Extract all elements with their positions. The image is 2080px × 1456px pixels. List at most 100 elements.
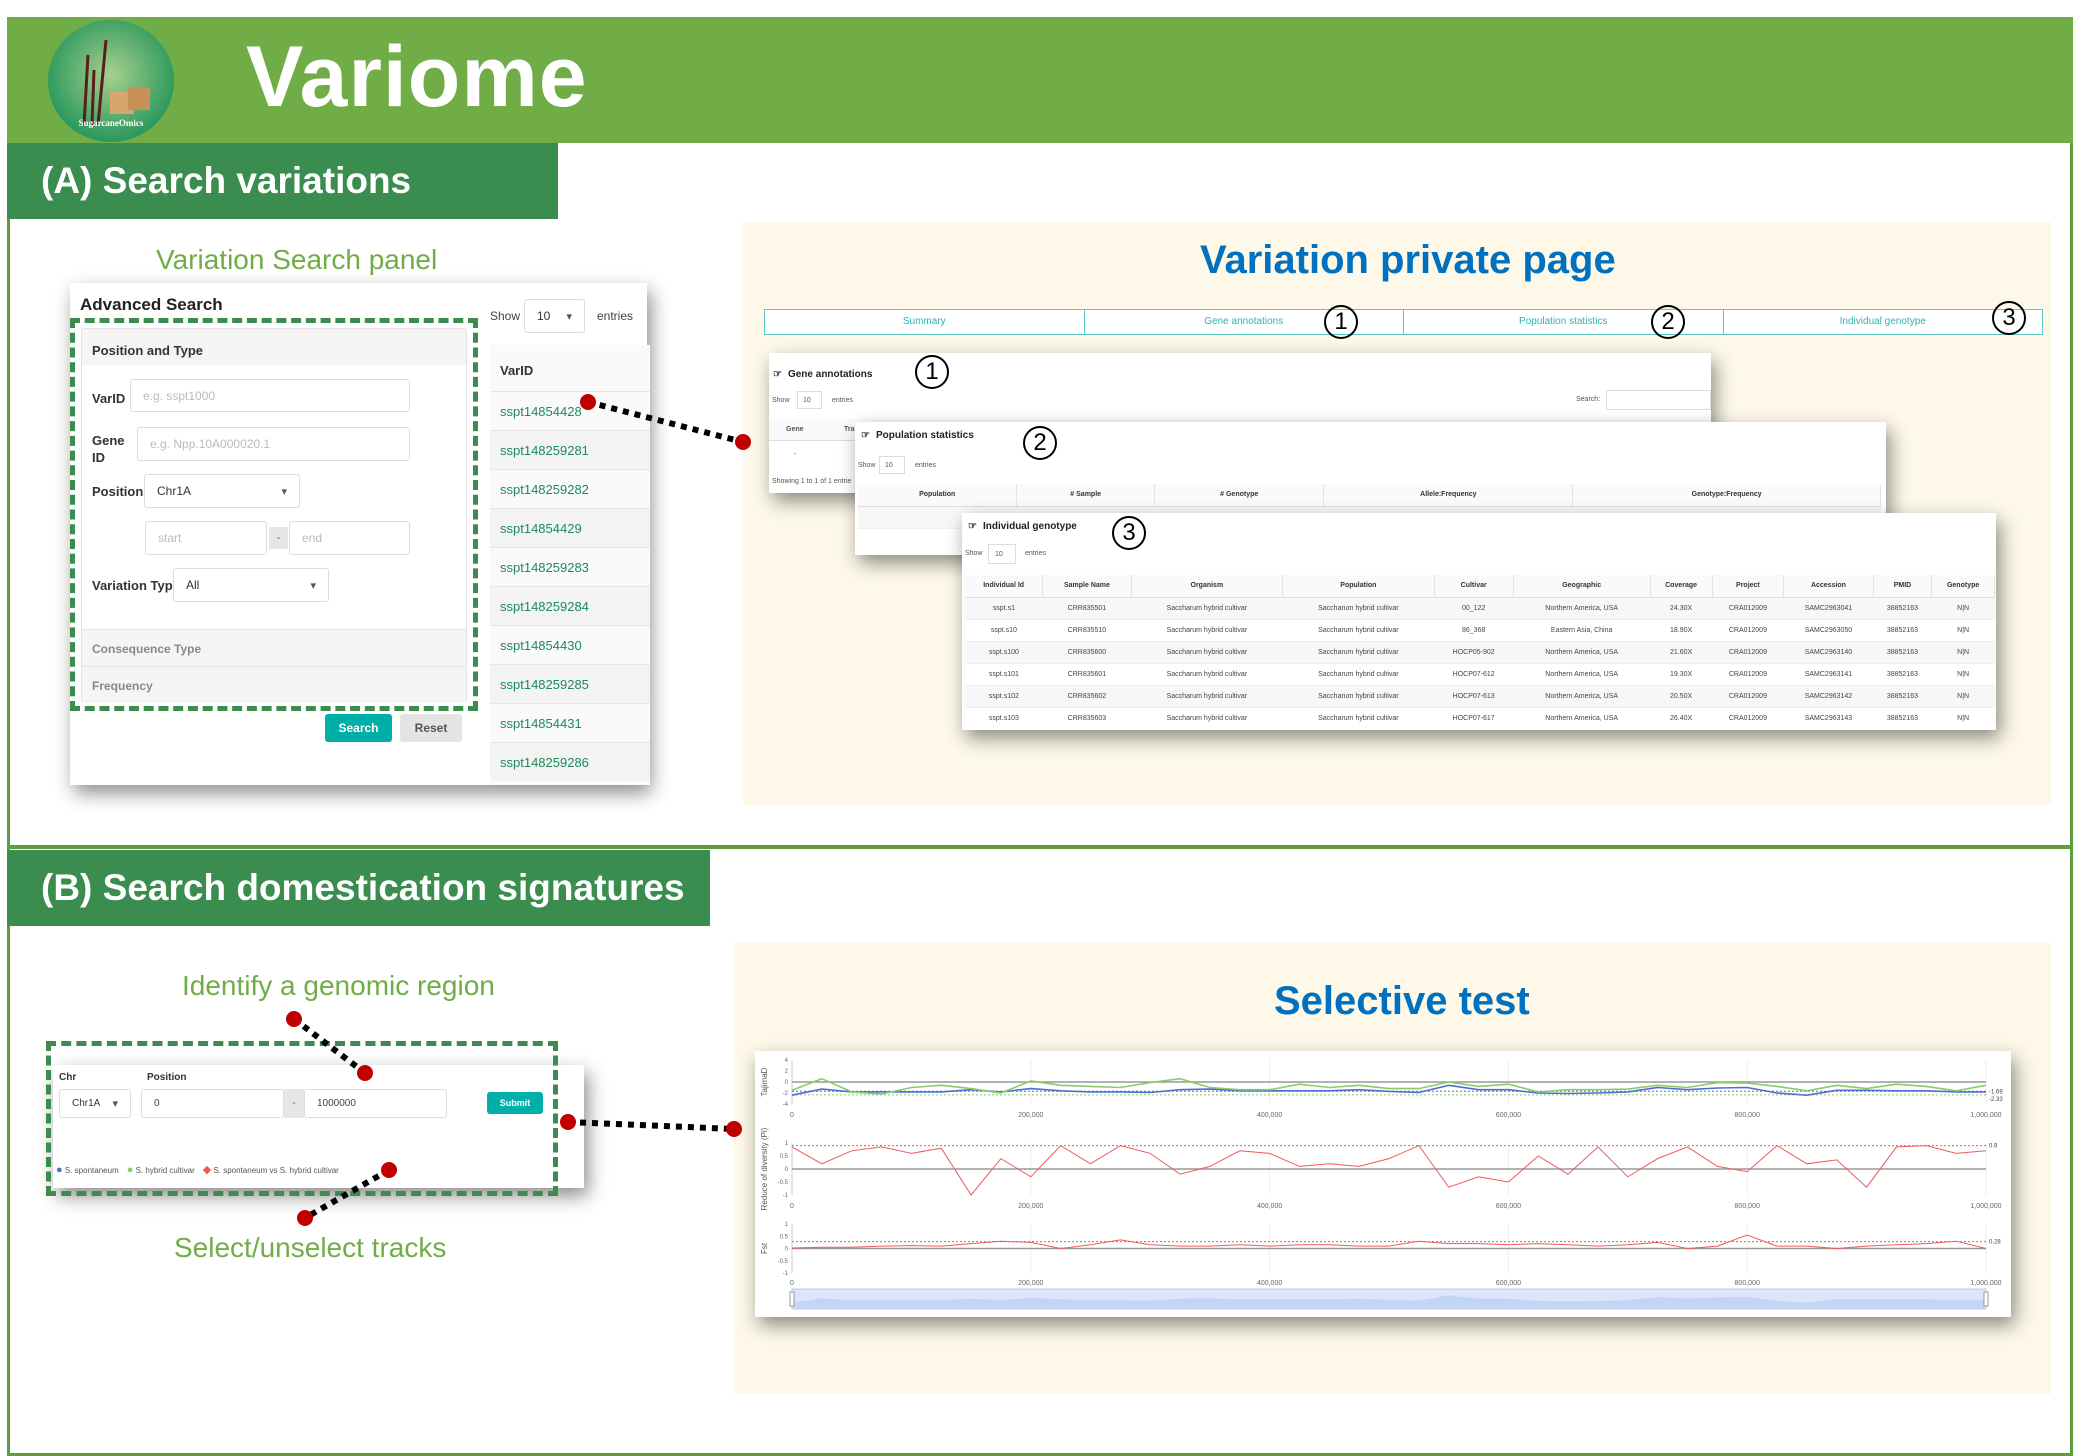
start-input[interactable]: 0 bbox=[141, 1089, 284, 1118]
tab-population-statistics[interactable]: Population statistics bbox=[1404, 310, 1724, 334]
selective-test-caption: Selective test bbox=[1274, 979, 1530, 1023]
varid-link[interactable]: sspt148259281 bbox=[490, 430, 650, 469]
varid-input[interactable]: e.g. sspt1000 bbox=[130, 379, 410, 412]
table-cell: CRA012009 bbox=[1712, 706, 1784, 729]
search-input[interactable] bbox=[1606, 390, 1711, 410]
entries-label: entries bbox=[1025, 550, 1047, 557]
legend-comparison[interactable]: ◆ S. spontaneum vs S. hybrid cultivar bbox=[202, 1164, 339, 1176]
group-position-and-type[interactable]: Position and Type bbox=[82, 329, 466, 365]
connector-dot bbox=[286, 1011, 302, 1027]
legend-hybrid-cultivar[interactable]: ● S. hybrid cultivar bbox=[126, 1163, 195, 1176]
end-input[interactable]: 1000000 bbox=[304, 1089, 447, 1118]
search-form-highlight bbox=[70, 318, 478, 711]
private-page-tabs: Summary Gene annotations Population stat… bbox=[764, 309, 2043, 335]
variation-type-select[interactable]: All bbox=[173, 568, 329, 602]
varid-link[interactable]: sspt148259285 bbox=[490, 664, 650, 703]
table-cell: CRR835603 bbox=[1042, 706, 1132, 729]
table-cell: 38852163 bbox=[1873, 640, 1932, 663]
group-frequency[interactable]: Frequency bbox=[82, 666, 466, 703]
varid-link[interactable]: sspt14854428 bbox=[490, 391, 650, 430]
threshold-label: -2.33 bbox=[1989, 1097, 2003, 1103]
position-label: Position bbox=[147, 1072, 187, 1083]
column-header[interactable]: Individual Id bbox=[965, 575, 1044, 598]
table-cell: Saccharum hybrid cultivar bbox=[1131, 596, 1283, 619]
column-header[interactable]: Sample Name bbox=[1042, 575, 1132, 598]
y-axis-label: Reduce of diversity (Pi) bbox=[760, 1127, 769, 1210]
threshold-label: 0.9 bbox=[1989, 1144, 1998, 1150]
table-cell: Saccharum hybrid cultivar bbox=[1131, 640, 1283, 663]
varid-link[interactable]: sspt148259283 bbox=[490, 547, 650, 586]
column-header[interactable]: Allele:Frequency bbox=[1323, 484, 1574, 507]
search-button[interactable]: Search bbox=[325, 714, 392, 742]
chr-select[interactable]: Chr1A bbox=[59, 1089, 131, 1118]
submit-button[interactable]: Submit bbox=[487, 1092, 543, 1114]
column-gene[interactable]: Gene bbox=[786, 426, 804, 433]
x-tick-label: 800,000 bbox=[1735, 1280, 1760, 1287]
x-tick-label: 200,000 bbox=[1018, 1112, 1043, 1119]
column-tra[interactable]: Tra bbox=[844, 426, 855, 433]
varid-link[interactable]: sspt14854431 bbox=[490, 703, 650, 742]
y-axis-label: TajimaD bbox=[760, 1067, 769, 1096]
legend-spontaneum[interactable]: ● S. spontaneum bbox=[56, 1163, 119, 1176]
entries-select[interactable]: 10 bbox=[524, 299, 585, 333]
tab-gene-annotations[interactable]: Gene annotations bbox=[1085, 310, 1404, 334]
column-header[interactable]: Coverage bbox=[1650, 575, 1713, 598]
column-header[interactable]: Organism bbox=[1131, 575, 1284, 598]
table-cell: Northern America, USA bbox=[1513, 662, 1651, 685]
entries-select[interactable]: 10 bbox=[988, 544, 1016, 564]
marker-3: 3 bbox=[1112, 516, 1146, 550]
search-label: Search: bbox=[1576, 396, 1601, 403]
gene-id-input[interactable]: e.g. Npp.10A000020.1 bbox=[137, 427, 410, 461]
connector-dot bbox=[580, 394, 596, 410]
start-input[interactable]: start bbox=[145, 521, 267, 555]
table-cell: sspt.s103 bbox=[965, 706, 1043, 729]
varid-column-header[interactable]: VarID bbox=[500, 363, 534, 378]
end-input[interactable]: end bbox=[289, 521, 410, 555]
table-cell: 18.90X bbox=[1650, 618, 1713, 641]
x-tick-label: 200,000 bbox=[1018, 1280, 1043, 1287]
table-cell: Northern America, USA bbox=[1513, 596, 1651, 619]
group-consequence-type[interactable]: Consequence Type bbox=[82, 629, 466, 666]
show-label: Show bbox=[858, 462, 876, 469]
varid-link[interactable]: sspt148259286 bbox=[490, 742, 650, 781]
varid-link[interactable]: sspt14854430 bbox=[490, 625, 650, 664]
reset-button[interactable]: Reset bbox=[400, 714, 462, 742]
table-cell: CRR835600 bbox=[1042, 640, 1132, 663]
varid-link[interactable]: sspt148259284 bbox=[490, 586, 650, 625]
marker-3: 3 bbox=[1992, 301, 2026, 335]
x-tick-label: 400,000 bbox=[1257, 1203, 1282, 1210]
column-header[interactable]: Genotype bbox=[1931, 575, 1995, 598]
entries-select[interactable]: 10 bbox=[879, 456, 905, 474]
chromosome-select[interactable]: Chr1A bbox=[144, 474, 300, 508]
table-cell: SAMC2963143 bbox=[1783, 706, 1874, 729]
y-tick-label: -0.5 bbox=[778, 1259, 789, 1265]
threshold-label: 0.28 bbox=[1989, 1240, 2001, 1246]
y-tick-label: 1 bbox=[785, 1141, 789, 1147]
table-cell: Saccharum hybrid cultivar bbox=[1131, 618, 1283, 641]
table-footer: Showing 1 to 1 of 1 entrie bbox=[772, 478, 852, 485]
header-banner bbox=[7, 17, 2073, 143]
entries-label: entries bbox=[597, 309, 634, 323]
x-tick-label: 600,000 bbox=[1496, 1203, 1521, 1210]
column-header[interactable]: Population bbox=[1282, 575, 1435, 598]
app-title: Variome bbox=[246, 29, 588, 125]
column-header[interactable]: Cultivar bbox=[1434, 575, 1514, 598]
advanced-search-panel: Advanced Search Position and Type VarID … bbox=[70, 283, 650, 785]
table-cell: SAMC2963140 bbox=[1783, 640, 1874, 663]
column-header[interactable]: Population bbox=[858, 484, 1018, 507]
y-tick-label: 1 bbox=[785, 1222, 789, 1228]
varid-link[interactable]: sspt148259282 bbox=[490, 469, 650, 508]
column-header[interactable]: Project bbox=[1712, 575, 1785, 598]
column-header[interactable]: Genotype:Frequency bbox=[1572, 484, 1881, 507]
tab-summary[interactable]: Summary bbox=[765, 310, 1085, 334]
table-cell: sspt.s101 bbox=[965, 662, 1043, 685]
varid-link[interactable]: sspt14854429 bbox=[490, 508, 650, 547]
tab-individual-genotype[interactable]: Individual genotype bbox=[1839, 316, 1926, 327]
entries-select[interactable]: 10 bbox=[797, 391, 822, 409]
gene-id-label: Gene ID bbox=[92, 433, 125, 465]
y-tick-label: -0.5 bbox=[778, 1180, 789, 1186]
x-tick-label: 1,000,000 bbox=[1970, 1203, 2001, 1210]
column-header[interactable]: Geographic bbox=[1513, 575, 1651, 598]
